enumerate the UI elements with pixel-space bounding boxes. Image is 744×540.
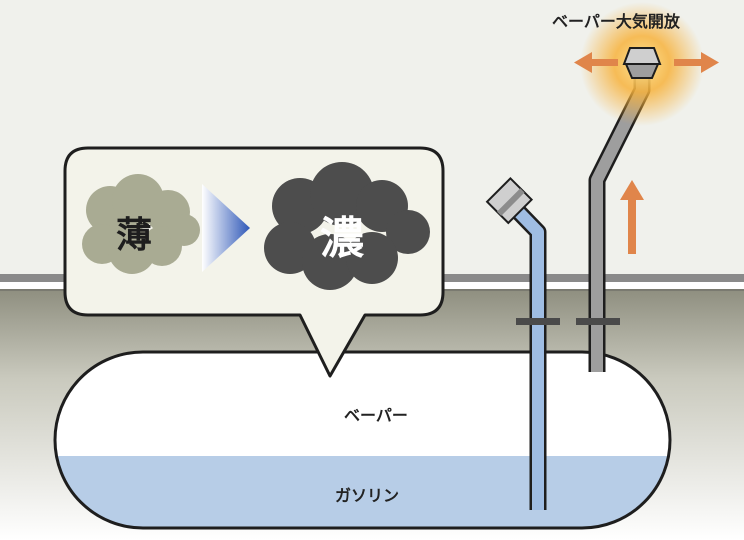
arrow-left-right-icon — [574, 52, 719, 73]
underground-tank — [53, 350, 672, 530]
triangle-right-icon — [202, 184, 250, 272]
vent-pipe-flange — [576, 318, 620, 325]
dense-label: 濃 — [320, 213, 364, 264]
fill-pipe-flange — [516, 318, 560, 325]
vent-release-label: ベーパー大気開放 — [552, 12, 680, 31]
thin-label: 薄 — [116, 215, 153, 256]
dense-vapor-cloud — [264, 162, 430, 290]
thin-vapor-cloud — [82, 174, 200, 274]
vent-cap — [622, 47, 662, 79]
gasoline-level — [55, 456, 670, 528]
fill-pipe — [485, 176, 560, 510]
fill-cap — [485, 176, 534, 225]
vapor-label: ベーパー — [344, 406, 408, 425]
arrow-up-icon — [620, 180, 644, 254]
gasoline-label: ガソリン — [335, 486, 400, 505]
